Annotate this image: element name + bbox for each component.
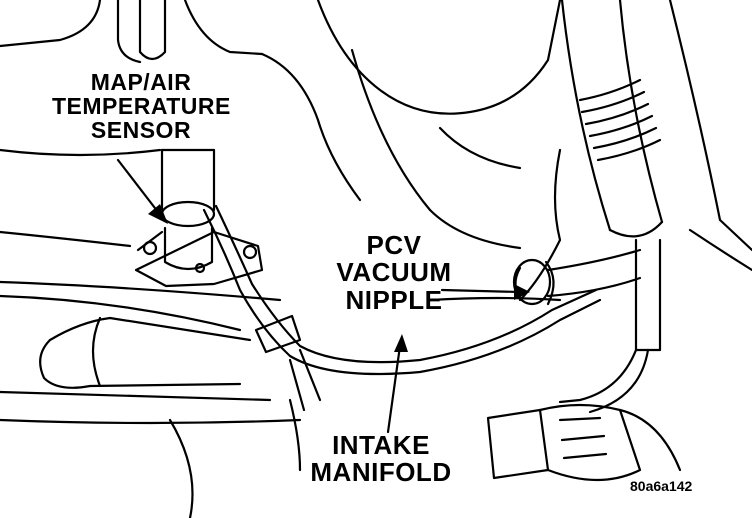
intake-runners xyxy=(0,294,302,518)
intake-label-line-2: MANIFOLD xyxy=(310,457,452,488)
map-sensor-housing xyxy=(134,148,264,288)
pcv-label-line-3: NIPPLE xyxy=(345,284,443,315)
upper-pipe xyxy=(0,0,264,64)
electrical-connector xyxy=(486,403,682,482)
map-arrowhead xyxy=(148,204,168,224)
intake-label-line-1: INTAKE xyxy=(332,430,430,460)
pcv-tube xyxy=(512,238,662,414)
pcv-label-line-1: PCV xyxy=(366,230,422,260)
figure-code: 80a6a142 xyxy=(630,478,693,494)
vacuum-hose xyxy=(202,204,602,412)
engine-body xyxy=(0,0,752,302)
leader-arrows xyxy=(116,158,522,434)
pcv-arrowhead xyxy=(514,284,530,300)
map-label-line-3: SENSOR xyxy=(90,117,192,144)
map-label-line-2: TEMPERATURE xyxy=(52,93,231,120)
corrugated-hose xyxy=(518,0,664,302)
pcv-label-line-2: VACUUM xyxy=(336,257,452,288)
intake-arrowhead xyxy=(394,334,408,352)
intake-manifold-label: INTAKE MANIFOLD xyxy=(306,430,456,488)
map-air-temperature-sensor-label: MAP/AIR TEMPERATURE SENSOR xyxy=(52,69,231,144)
pcv-vacuum-nipple-label: PCV VACUUM NIPPLE xyxy=(332,230,456,315)
map-label-line-1: MAP/AIR xyxy=(90,69,192,95)
